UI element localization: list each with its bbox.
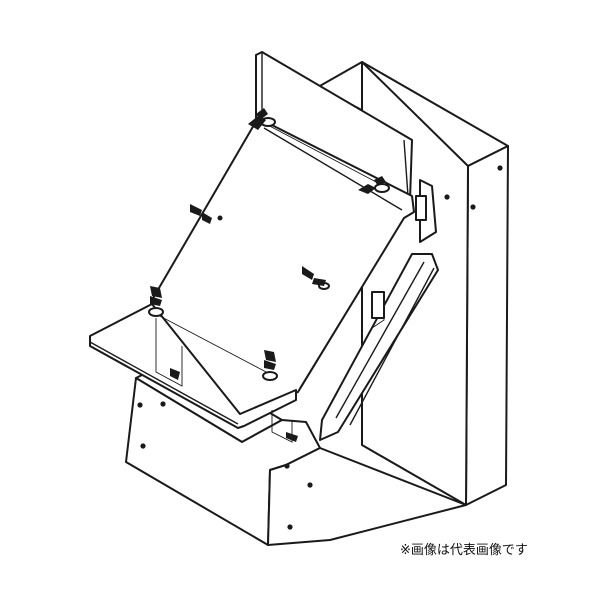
wing-bolt [148, 286, 164, 317]
wing-bolt [286, 432, 298, 442]
guide-lines [155, 121, 385, 443]
upper-connection-plate [255, 51, 413, 201]
wing-bolt [358, 176, 390, 194]
wing-bolt [302, 266, 330, 290]
lower-lip-plate [89, 303, 297, 429]
wing-bolts [148, 108, 390, 442]
wing-bolt [170, 368, 180, 380]
wing-bolt [262, 350, 278, 381]
representative-image-note: ※画像は代表画像です [400, 543, 528, 558]
wing-bolt [190, 204, 223, 224]
wing-bolt [248, 108, 276, 130]
inclined-side-plate [319, 179, 439, 441]
